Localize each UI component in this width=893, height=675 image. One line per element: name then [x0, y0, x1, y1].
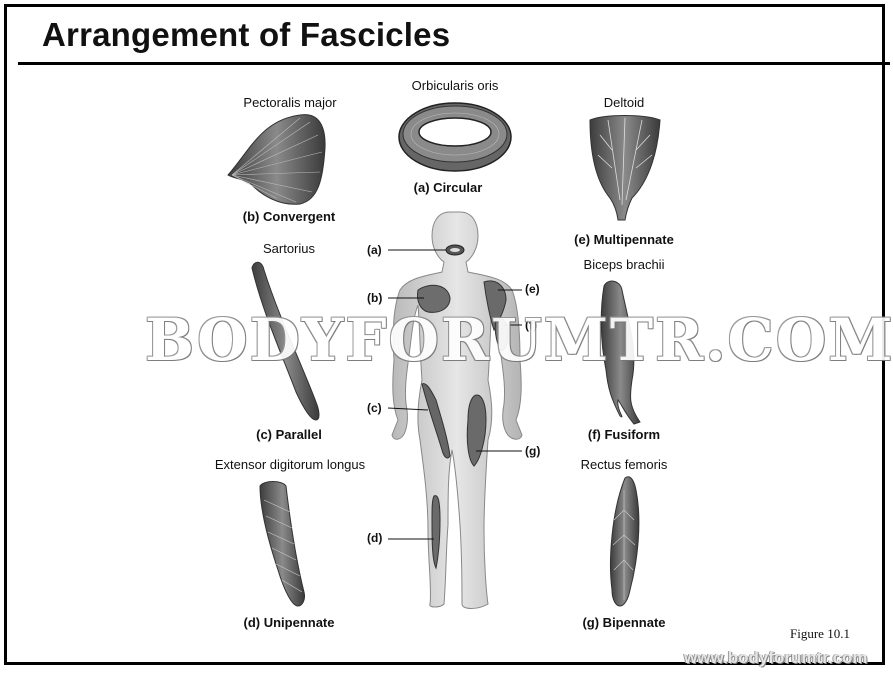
deltoid-muscle-illustration [589, 115, 661, 221]
fusiform-caption: (f) Fusiform [587, 427, 661, 442]
pectoralis-muscle-illustration [227, 114, 326, 205]
pointer-d: (d) [367, 531, 383, 545]
convergent-caption: (b) Convergent [242, 209, 336, 224]
figure-label: Figure 10.1 [790, 626, 850, 641]
sartorius-muscle-illustration [251, 261, 320, 421]
biceps-muscle-illustration [600, 280, 641, 425]
pointer-c: (c) [367, 401, 382, 415]
human-figure-illustration [391, 211, 523, 609]
extensor-muscle-illustration [259, 481, 305, 607]
orbicularis-muscle-illustration [398, 102, 512, 172]
rectus-label: Rectus femoris [580, 457, 668, 472]
pointer-f: (f) [525, 318, 537, 332]
parallel-caption: (c) Parallel [256, 427, 322, 442]
page-title: Arrangement of Fascicles [42, 16, 451, 53]
watermark-url: www.bodyforumtr.com [684, 648, 868, 667]
bipennate-caption: (g) Bipennate [582, 615, 666, 630]
figure-frame [4, 4, 885, 665]
watermark: BODYFORUMTR.COM [145, 306, 893, 374]
orbicularis-label: Orbicularis oris [411, 78, 499, 93]
pectoralis-label: Pectoralis major [243, 95, 337, 110]
rectus-muscle-illustration [610, 476, 640, 607]
leader-lines [387, 249, 522, 540]
unipennate-caption: (d) Unipennate [243, 615, 335, 630]
pointer-a: (a) [367, 243, 382, 257]
multipennate-caption: (e) Multipennate [574, 232, 674, 247]
pointer-b: (b) [367, 291, 383, 305]
biceps-label: Biceps brachii [583, 257, 665, 272]
deltoid-label: Deltoid [603, 95, 645, 110]
sartorius-label: Sartorius [262, 241, 316, 256]
title-divider [18, 62, 890, 65]
pointer-g: (g) [525, 444, 541, 458]
pointer-e: (e) [525, 282, 540, 296]
extensor-label: Extensor digitorum longus [214, 457, 366, 472]
circular-caption: (a) Circular [413, 180, 483, 195]
